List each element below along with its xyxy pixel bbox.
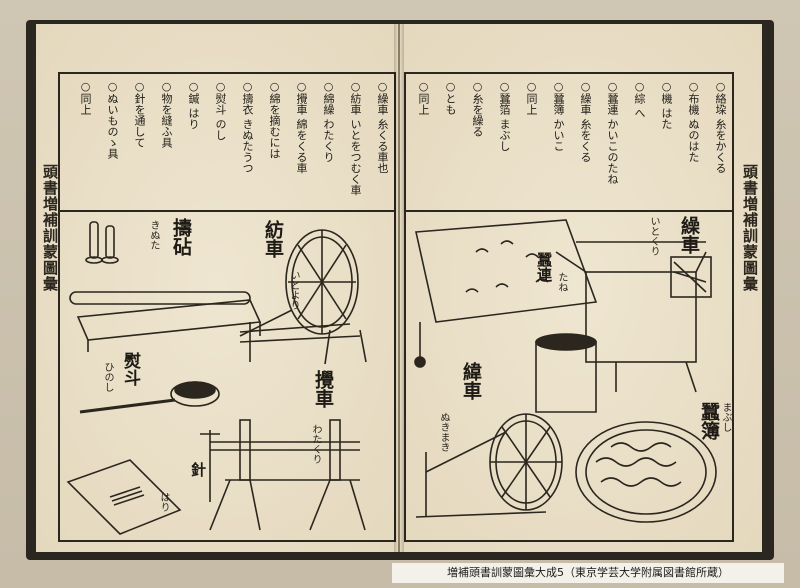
tsumugi-kana: いとより [288,270,299,310]
right-page-frame: ○絡垜 糸をかくる ○布機 ぬのはた ○機 はた ○綜 へ ○蠶連 かいこのたね… [404,72,734,542]
sanren-sheet [415,219,598,323]
left-text-column: ○繰車 糸くる車也 [376,80,388,174]
left-text-column: ○攪車 綿をくる車 [295,80,307,174]
right-text-band: ○絡垜 糸をかくる ○布機 ぬのはた ○機 はた ○綜 へ ○蠶連 かいこのたね… [406,74,732,212]
cloth-sheet [66,459,182,535]
left-text-column: ○針を通して [133,80,145,148]
sanbo-kana: まぶし [720,402,731,432]
reel-stove [535,341,597,413]
kuri-label: 繰車 [678,216,700,254]
right-text-column: ○同上 [417,80,429,115]
right-woodblock-drawing [414,219,717,523]
tsumugi2-kana: ぬきまき [438,412,449,452]
right-text-column: ○同上 [525,80,537,115]
left-text-column: ○ぬいものゝ具 [106,80,118,159]
left-text-band: ○繰車 糸くる車也 ○紡車 いとをつむく車 ○綿繰 わたくり ○攪車 綿をくる車… [60,74,394,212]
image-caption: 増補頭書訓蒙圖彙大成5（東京学芸大学附属図書館所蔵） [392,563,784,583]
right-text-column: ○絡垜 糸をかくる [714,80,726,174]
tsumugi2-label: 緯車 [460,362,482,400]
kuri-kana: いとくり [648,216,659,256]
kuri-frame [585,271,697,363]
book-gutter [394,24,404,552]
kinuta-kana: きぬた [148,220,159,250]
kurikuruma-kana: わたくり [310,424,321,464]
right-text-column: ○蠶連 かいこのたね [606,80,618,185]
right-text-column: ○蠶箔 まぶし [498,80,510,152]
left-page-frame: ○繰車 糸くる車也 ○紡車 いとをつむく車 ○綿繰 わたくり ○攪車 綿をくる車… [58,72,396,542]
left-text-column: ○物を縫ふ具 [160,80,172,148]
left-text-column: ○同上 [79,80,91,115]
left-illustration: 紡車 いとより 擣砧 きぬた 熨斗 ひのし 攪車 わたくり 針 はり [60,212,394,540]
sanren-kana: たね [556,272,567,292]
tsumugi-label: 紡車 [262,220,284,258]
left-text-column: ○擣衣 きぬたうつ [241,80,253,174]
left-text-column: ○綿繰 わたくり [322,80,334,163]
left-text-column: ○綿を摘むには [268,80,280,159]
right-text-column: ○とも [444,80,456,115]
left-text-column: ○熨斗 のし [214,80,226,141]
hari-label: 針 [189,462,207,477]
right-margin-title: 頭書増補訓蒙圖彙 [741,164,759,292]
hari-kana: はり [158,492,169,512]
right-illustration: 繰車 いとくり 蠶連 たね 緯車 ぬきまき 蠶簿 まぶし [406,212,732,540]
sanbo-label: 蠶簿 [698,402,720,440]
left-text-column: ○鍼 はり [187,80,199,130]
kinuta-label: 擣砧 [170,218,192,256]
left-margin-title: 頭書増補訓蒙圖彙 [41,164,59,292]
right-text-column: ○綜 へ [633,80,645,119]
right-text-column: ○繰車 糸をくる [579,80,591,163]
right-page: 頭書増補訓蒙圖彙 ○絡垜 糸をかくる ○布機 ぬのはた ○機 はた ○綜 へ ○… [399,24,762,552]
noshi-kana: ひのし [102,362,113,392]
kinuta-board [76,299,262,341]
right-text-column: ○糸を繰る [471,80,483,137]
kurikuruma-label: 攪車 [312,370,334,408]
right-text-column: ○布機 ぬのはた [687,80,699,163]
left-text-column: ○紡車 いとをつむく車 [349,80,361,196]
sanren-label: 蠶連 [535,252,553,282]
right-text-column: ○蠶簿 かいこ [552,80,564,152]
noshi-label: 熨斗 [120,352,140,386]
sanbo-basket [575,421,717,523]
left-page: 頭書増補訓蒙圖彙 ○繰車 糸くる車也 ○紡車 いとをつむく車 ○綿繰 わたくり … [36,24,399,552]
right-text-column: ○機 はた [660,80,672,130]
left-woodblock-drawing [66,221,367,535]
